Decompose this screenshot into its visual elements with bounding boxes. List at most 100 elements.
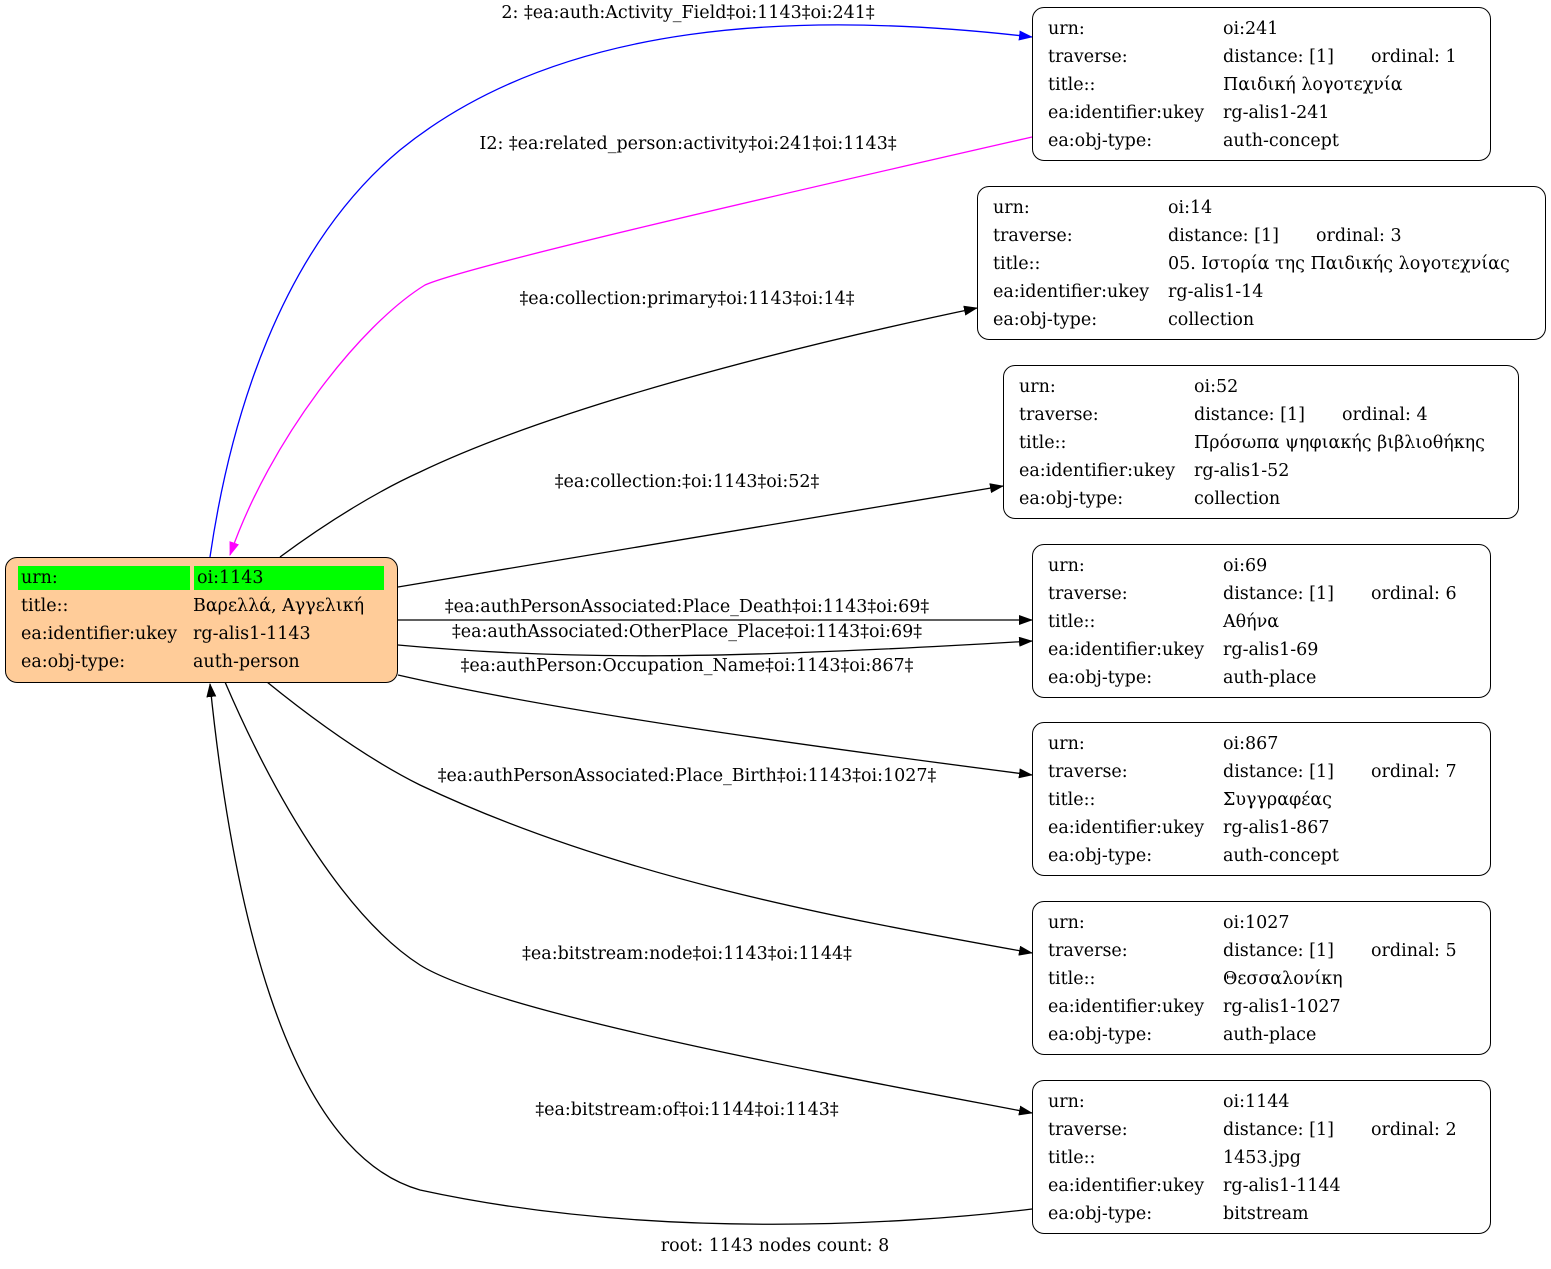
node-key: ea:identifier:ukey xyxy=(1048,640,1205,660)
node-value: oi:52 xyxy=(1194,377,1239,397)
node-key: ea:identifier:ukey xyxy=(1048,997,1205,1017)
node-key: ea:obj-type: xyxy=(1019,489,1124,509)
edge-bitstream-node xyxy=(224,681,1033,1116)
node-ordinal: ordinal: 7 xyxy=(1371,762,1457,782)
node-row-ukey: ea:identifier:ukey rg-alis1-1027 xyxy=(1048,993,1490,1021)
edge-label: ‡ea:collection:‡oi:1143‡oi:52‡ xyxy=(554,472,820,492)
node-row-traverse: traverse:distance: [1]ordinal: 5 xyxy=(1048,937,1490,965)
node-value: rg-alis1-1027 xyxy=(1223,997,1341,1017)
node-value: rg-alis1-52 xyxy=(1194,461,1290,481)
node-row-traverse: traverse:distance: [1]ordinal: 1 xyxy=(1048,43,1490,71)
node-key: urn: xyxy=(1048,1092,1085,1112)
root-row-ukey: ea:identifier:ukey rg-alis1-1143 xyxy=(18,620,397,648)
node-oi-241[interactable]: urn: oi:241 traverse:distance: [1]ordinal… xyxy=(1032,7,1491,161)
node-key: urn: xyxy=(1048,734,1085,754)
node-key: urn: xyxy=(1048,19,1085,39)
node-row-traverse: traverse:distance: [1]ordinal: 7 xyxy=(1048,758,1490,786)
node-value: oi:14 xyxy=(1168,198,1213,218)
node-value: Πρόσωπα ψηφιακής βιβλιοθήκης xyxy=(1194,433,1485,453)
node-ordinal: ordinal: 3 xyxy=(1316,226,1402,246)
node-oi-1144[interactable]: urn:oi:1144 traverse:distance: [1]ordina… xyxy=(1032,1080,1491,1234)
node-value: auth-place xyxy=(1223,668,1317,688)
node-row-urn: urn:oi:1144 xyxy=(1048,1088,1490,1116)
node-distance: distance: [1] xyxy=(1223,584,1334,604)
edge-collection-primary xyxy=(279,305,978,558)
node-value: rg-alis1-69 xyxy=(1223,640,1319,660)
root-value: rg-alis1-1143 xyxy=(193,624,311,644)
node-key: title:: xyxy=(1048,75,1096,95)
root-node[interactable]: urn: oi:1143 title:: Βαρελλά, Αγγελική e… xyxy=(5,557,398,683)
node-row-ukey: ea:identifier:ukey rg-alis1-52 xyxy=(1019,457,1518,485)
node-value: 05. Ιστορία της Παιδικής λογοτεχνίας xyxy=(1168,254,1510,274)
node-row-title: title::Αθήνα xyxy=(1048,608,1490,636)
node-key: title:: xyxy=(1048,790,1096,810)
node-value: rg-alis1-241 xyxy=(1223,103,1330,123)
node-key: ea:obj-type: xyxy=(1048,846,1153,866)
edge-label: ‡ea:authAssociated:OtherPlace_Place‡oi:1… xyxy=(451,622,923,642)
node-key: ea:obj-type: xyxy=(993,310,1098,330)
node-key: urn: xyxy=(1048,913,1085,933)
root-row-title: title:: Βαρελλά, Αγγελική xyxy=(18,592,397,620)
node-row-ukey: ea:identifier:ukey rg-alis1-867 xyxy=(1048,814,1490,842)
node-key: traverse: xyxy=(1048,584,1128,604)
node-row-objtype: ea:obj-type: auth-place xyxy=(1048,1021,1490,1049)
node-ordinal: ordinal: 6 xyxy=(1371,584,1457,604)
edge-other-place xyxy=(397,636,1033,657)
node-oi-867[interactable]: urn:oi:867 traverse:distance: [1]ordinal… xyxy=(1032,722,1491,876)
edge-place-birth xyxy=(266,681,1033,956)
node-ordinal: ordinal: 1 xyxy=(1371,47,1457,67)
root-key: urn: xyxy=(18,566,190,590)
edge-label: ‡ea:authPersonAssociated:Place_Birth‡oi:… xyxy=(437,766,937,786)
node-row-urn: urn: oi:867 xyxy=(1048,730,1490,758)
node-key: ea:identifier:ukey xyxy=(993,282,1150,302)
node-key: urn: xyxy=(1048,556,1085,576)
node-distance: distance: [1] xyxy=(1223,762,1334,782)
node-key: ea:obj-type: xyxy=(1048,131,1153,151)
root-key: ea:obj-type: xyxy=(21,652,126,672)
node-value: oi:241 xyxy=(1223,19,1279,39)
node-row-urn: urn: oi:69 xyxy=(1048,552,1490,580)
node-row-title: title::1453.jpg xyxy=(1048,1144,1490,1172)
node-row-traverse: traverse:distance: [1]ordinal: 3 xyxy=(993,222,1545,250)
node-oi-52[interactable]: urn:oi:52 traverse:distance: [1]ordinal:… xyxy=(1003,365,1519,519)
node-row-title: title::Παιδική λογοτεχνία xyxy=(1048,71,1490,99)
root-value: Βαρελλά, Αγγελική xyxy=(193,596,365,616)
node-value: rg-alis1-867 xyxy=(1223,818,1330,838)
node-row-objtype: ea:obj-type: bitstream xyxy=(1048,1200,1490,1228)
node-key: ea:identifier:ukey xyxy=(1019,461,1176,481)
node-oi-69[interactable]: urn: oi:69 traverse: distance: [1] ordinal:… xyxy=(1032,544,1491,698)
edge-label: ‡ea:bitstream:node‡oi:1143‡oi:1144‡ xyxy=(522,944,852,964)
node-row-objtype: ea:obj-type:auth-concept xyxy=(1048,127,1490,155)
edge-activity-field xyxy=(209,24,1033,558)
node-value: collection xyxy=(1168,310,1255,330)
node-key: ea:obj-type: xyxy=(1048,668,1153,688)
node-key: urn: xyxy=(1019,377,1056,397)
node-value: bitstream xyxy=(1223,1204,1309,1224)
node-key: title:: xyxy=(1019,433,1067,453)
edge-bitstream-of xyxy=(206,683,1033,1225)
node-value: Παιδική λογοτεχνία xyxy=(1223,75,1403,95)
edge-label: 2: ‡ea:auth:Activity_Field‡oi:1143‡oi:24… xyxy=(501,3,875,23)
node-row-urn: urn: oi:241 xyxy=(1048,15,1490,43)
node-oi-1027[interactable]: urn:oi:1027 traverse:distance: [1]ordina… xyxy=(1032,901,1491,1055)
root-key: title:: xyxy=(21,596,69,616)
root-key: ea:identifier:ukey xyxy=(21,624,178,644)
node-value: auth-place xyxy=(1223,1025,1317,1045)
graph-footer: root: 1143 nodes count: 8 xyxy=(660,1236,890,1256)
node-key: ea:obj-type: xyxy=(1048,1204,1153,1224)
node-row-title: title::05. Ιστορία της Παιδικής λογοτεχν… xyxy=(993,250,1545,278)
node-row-urn: urn:oi:1027 xyxy=(1048,909,1490,937)
node-key: traverse: xyxy=(1048,47,1128,67)
node-oi-14[interactable]: urn:oi:14 traverse:distance: [1]ordinal:… xyxy=(977,186,1546,340)
node-key: ea:identifier:ukey xyxy=(1048,818,1205,838)
node-key: ea:obj-type: xyxy=(1048,1025,1153,1045)
node-value: Συγγραφέας xyxy=(1223,790,1332,810)
node-value: collection xyxy=(1194,489,1281,509)
node-value: rg-alis1-1144 xyxy=(1223,1176,1341,1196)
node-value: oi:867 xyxy=(1223,734,1279,754)
node-distance: distance: [1] xyxy=(1223,1120,1334,1140)
node-value: oi:69 xyxy=(1223,556,1268,576)
node-row-urn: urn:oi:14 xyxy=(993,194,1545,222)
